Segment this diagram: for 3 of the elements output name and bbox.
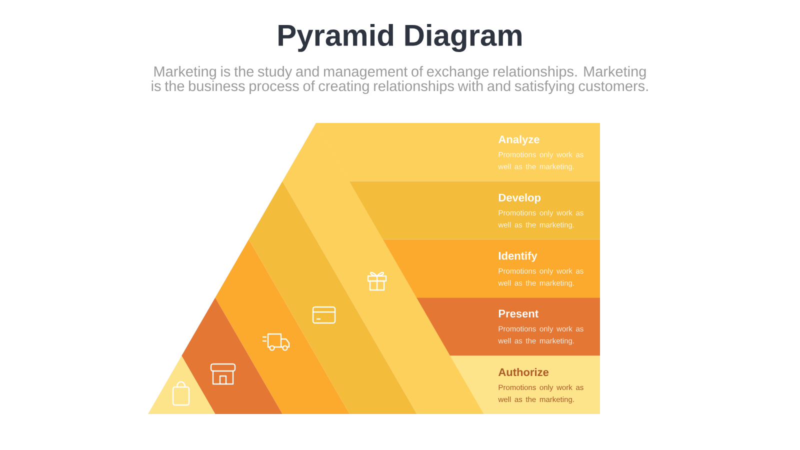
node-label: Analyze [498,135,540,146]
title: Pyramid Diagram [278,24,522,52]
subtitle: Marketing is the study and management of exchange relationships. Marketing is the business process of creating relationships with and satisfying customers. [152,66,648,94]
